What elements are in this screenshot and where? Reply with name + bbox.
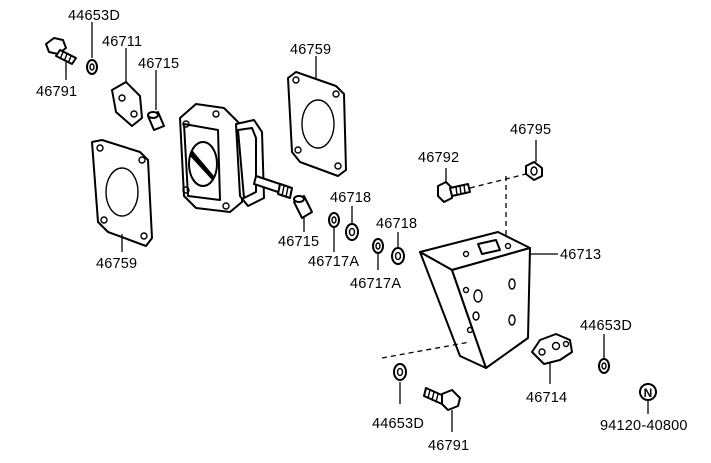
label-46713: 46713: [560, 247, 601, 263]
gasket-46759-top: [287, 71, 347, 177]
bolt-46791-top: [45, 37, 77, 65]
washer-46717a-b: [391, 247, 405, 265]
n-symbol-text: N: [644, 386, 653, 400]
washer-46718-a: [328, 212, 340, 228]
label-46759-left: 46759: [96, 256, 137, 272]
gasket-46759-left: [91, 139, 153, 247]
nut-46795: [525, 161, 543, 181]
label-46717a-a: 46717A: [308, 254, 359, 270]
bushing-46715-mid: [293, 195, 313, 219]
label-46759-top: 46759: [290, 42, 331, 58]
label-46792: 46792: [418, 150, 459, 166]
bushing-46715-top: [147, 111, 165, 131]
plate-46711: [111, 81, 143, 127]
washer-44653d-right: [598, 358, 610, 374]
bolt-46792: [437, 181, 471, 203]
label-44653d-right: 44653D: [580, 318, 632, 334]
label-94120-40800: 94120-40800: [600, 418, 688, 434]
label-44653d-top: 44653D: [68, 8, 120, 24]
lever-46714: [531, 333, 573, 365]
label-46714: 46714: [526, 390, 567, 406]
label-46795: 46795: [510, 122, 551, 138]
washer-46717a-a: [345, 223, 359, 241]
label-46718-b: 46718: [376, 216, 417, 232]
washer-46718-b: [372, 238, 384, 254]
label-46718-a: 46718: [330, 190, 371, 206]
label-46717a-b: 46717A: [350, 276, 401, 292]
bolt-46791-bottom: [423, 387, 461, 411]
washer-44653d-top: [86, 59, 98, 75]
washer-44653d-bottom: [393, 363, 407, 381]
label-46791-bottom: 46791: [428, 438, 469, 454]
throttle-body-housing: [179, 103, 293, 213]
n-symbol-icon: N: [639, 383, 657, 401]
label-46791-top: 46791: [36, 84, 77, 100]
label-46711: 46711: [102, 34, 142, 50]
label-44653d-bottom: 44653D: [372, 416, 424, 432]
bracket-46713: [419, 231, 531, 369]
label-46715-top: 46715: [138, 56, 179, 72]
label-46715-mid: 46715: [278, 234, 319, 250]
